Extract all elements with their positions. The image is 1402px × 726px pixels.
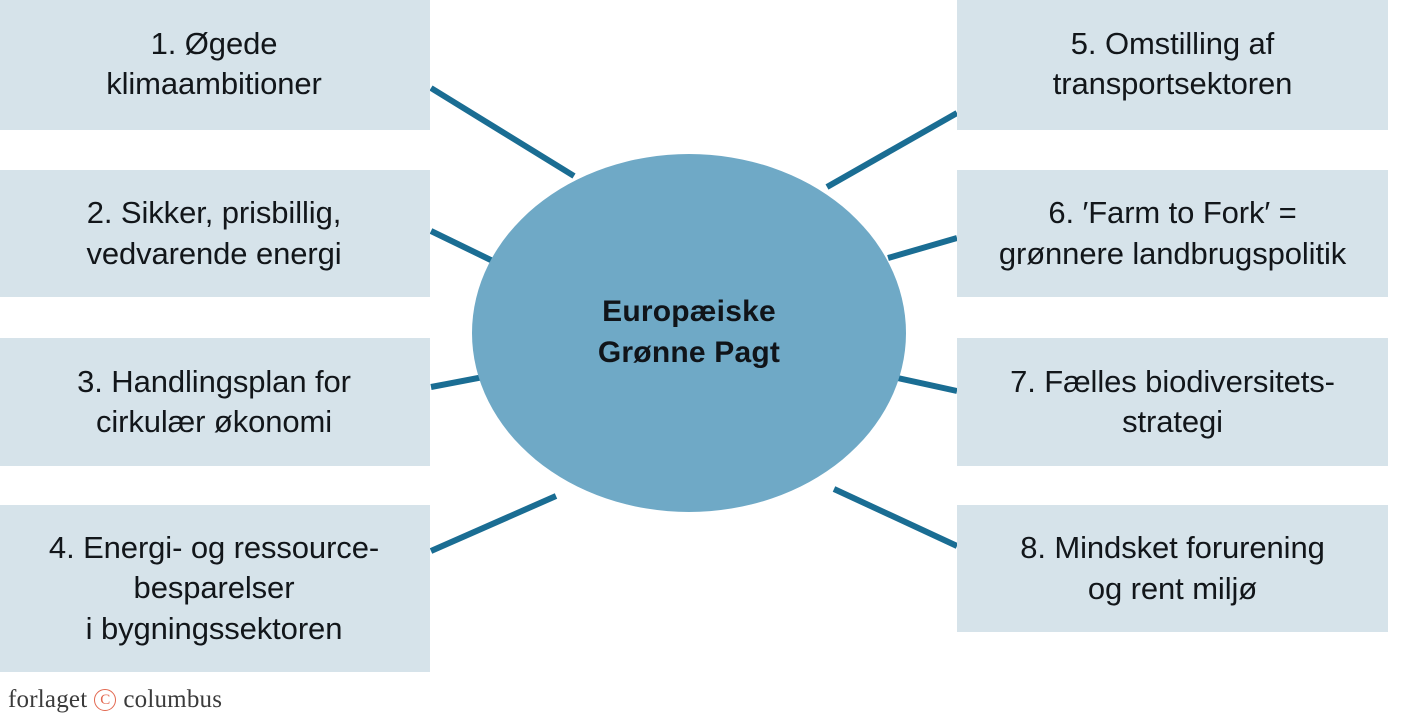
node-label-3: 3. Handlingsplan for cirkulær økonomi — [77, 363, 351, 439]
node-label-7: 7. Fælles biodiversitets- strategi — [1010, 363, 1335, 439]
node-label-8: 8. Mindsket forurening og rent miljø — [1020, 530, 1325, 606]
node-box-6[interactable]: 6. ′Farm to Fork′ = grønnere landbrugspo… — [957, 170, 1388, 297]
node-box-1[interactable]: 1. Øgede klimaambitioner — [0, 0, 430, 130]
center-node-label: Europæiske Grønne Pagt — [597, 294, 781, 369]
copyright-c-icon: C — [94, 689, 117, 711]
node-box-2[interactable]: 2. Sikker, prisbillig, vedvarende energi — [0, 170, 430, 297]
connector-line-6 — [887, 235, 958, 261]
node-box-3[interactable]: 3. Handlingsplan for cirkulær økonomi — [0, 338, 430, 466]
node-box-7[interactable]: 7. Fælles biodiversitets- strategi — [957, 338, 1388, 466]
node-box-8[interactable]: 8. Mindsket forurening og rent miljø — [957, 505, 1388, 632]
publisher-name-prefix: forlaget — [8, 686, 88, 713]
connector-line-1 — [429, 85, 576, 179]
node-box-5[interactable]: 5. Omstilling af transportsektoren — [957, 0, 1388, 130]
connector-line-7 — [892, 374, 958, 394]
node-label-2: 2. Sikker, prisbillig, vedvarende energi — [86, 195, 342, 271]
center-node[interactable]: Europæiske Grønne Pagt — [472, 154, 906, 512]
publisher-logo: forlaget C columbus — [8, 686, 222, 714]
node-label-5: 5. Omstilling af transportsektoren — [1052, 25, 1293, 101]
connector-line-4 — [429, 493, 558, 554]
node-label-1: 1. Øgede klimaambitioner — [106, 25, 322, 101]
node-label-4: 4. Energi- og ressource- besparelser i b… — [48, 530, 380, 646]
publisher-name-suffix: columbus — [123, 686, 223, 713]
node-box-4[interactable]: 4. Energi- og ressource- besparelser i b… — [0, 505, 430, 672]
node-label-6: 6. ′Farm to Fork′ = grønnere landbrugspo… — [998, 195, 1347, 271]
connector-line-2 — [429, 228, 501, 267]
connector-line-8 — [832, 486, 959, 549]
connector-line-5 — [825, 110, 959, 190]
